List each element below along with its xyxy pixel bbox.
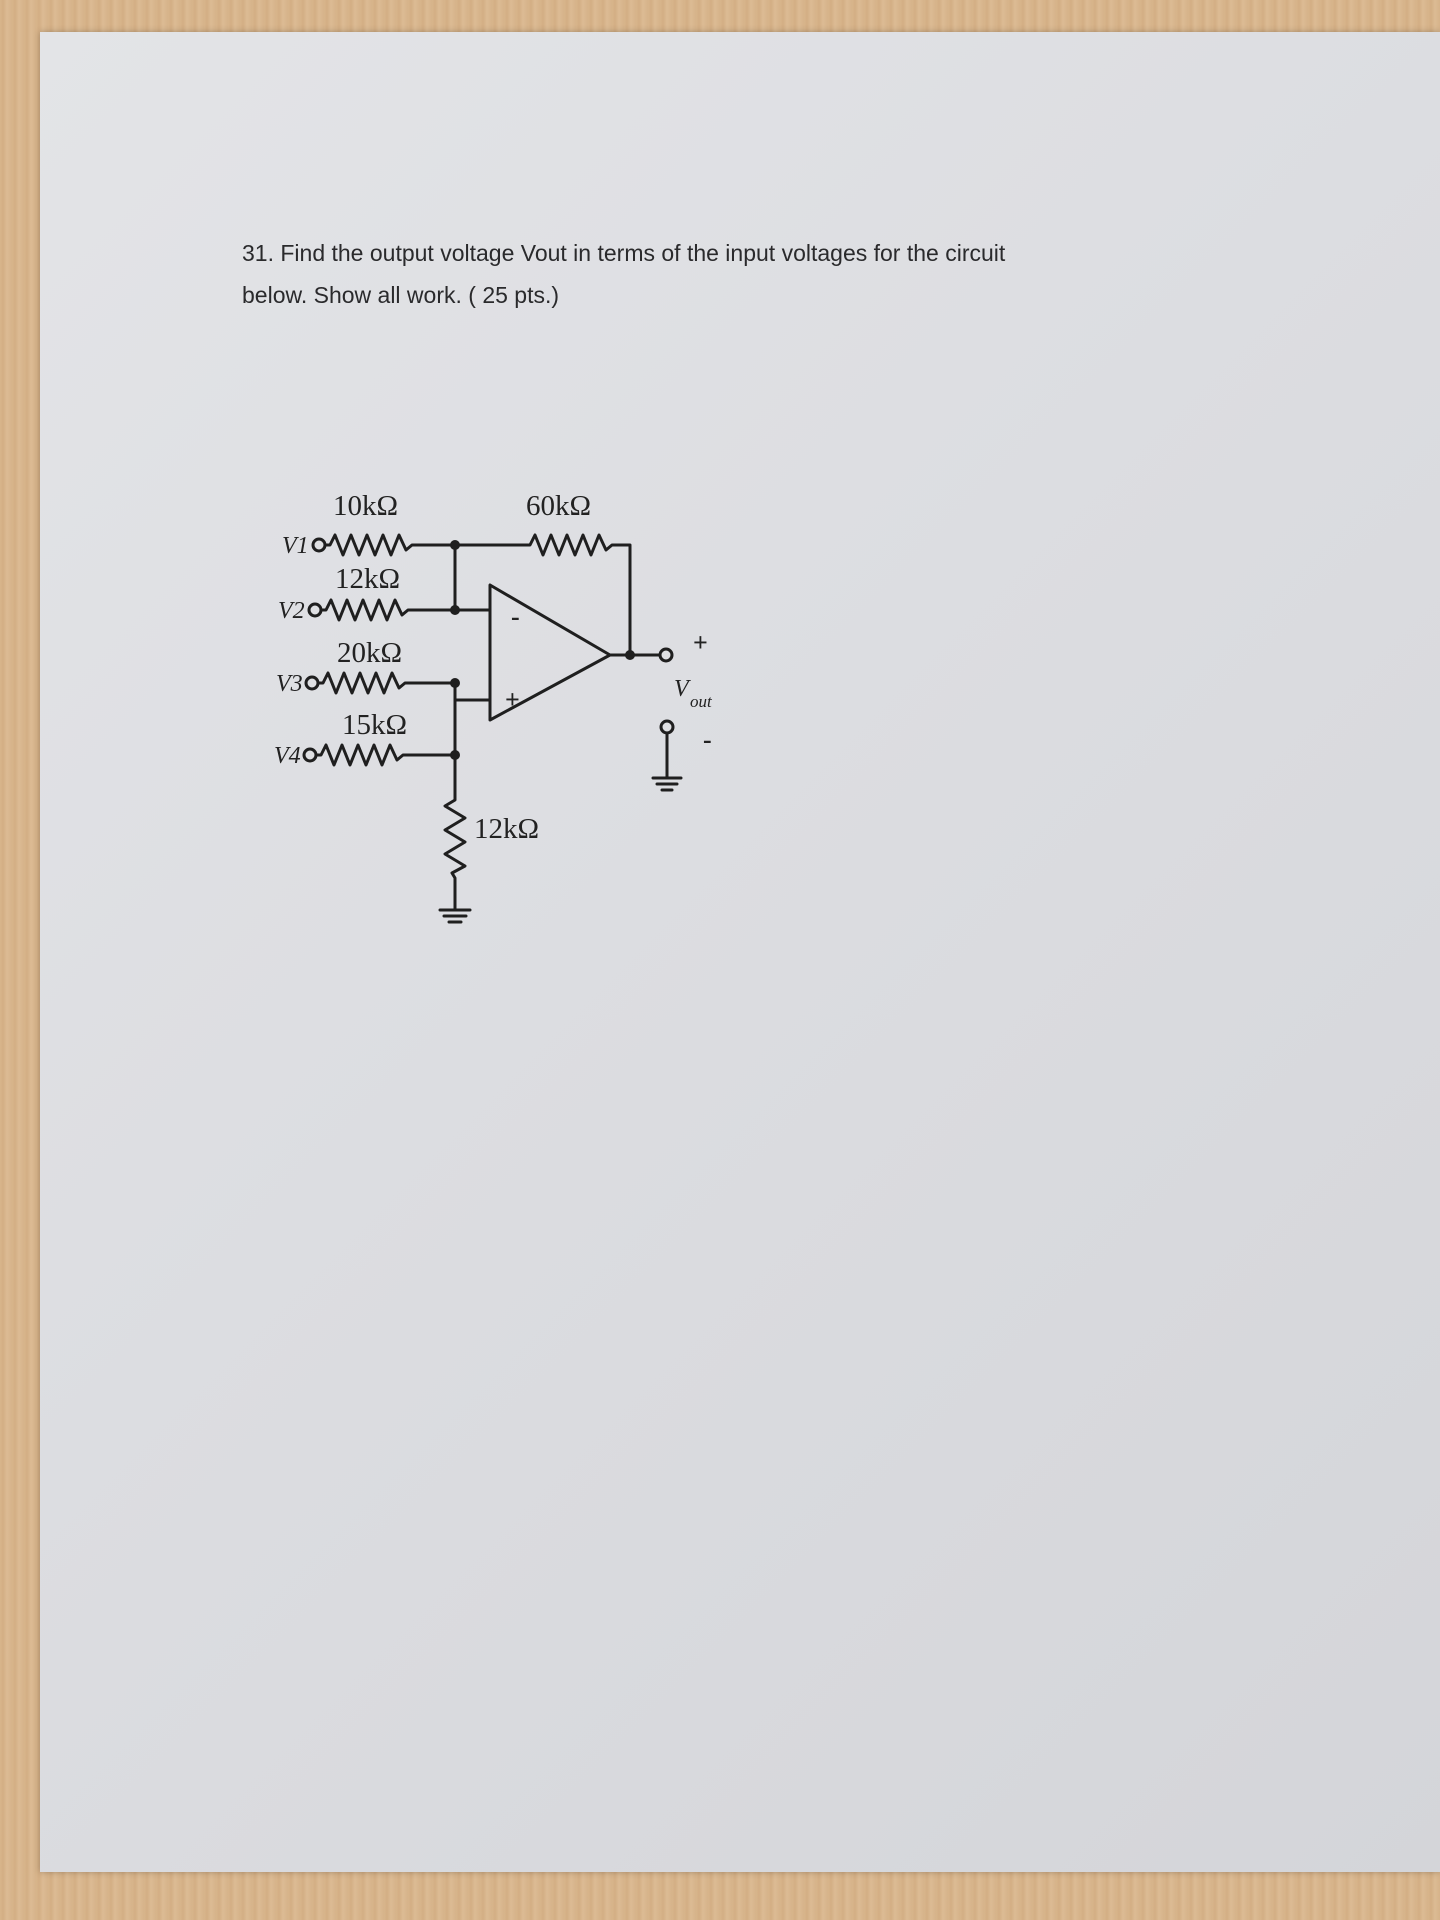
resistor-rf bbox=[453, 533, 632, 657]
inverting-sign: - bbox=[511, 602, 520, 631]
output-plus-sign: + bbox=[693, 628, 708, 657]
junction-dot bbox=[450, 750, 460, 760]
output-minus-sign: - bbox=[703, 725, 712, 754]
rg-label: 12kΩ bbox=[474, 813, 539, 845]
vout-label: V bbox=[674, 676, 691, 702]
op-amp-symbol bbox=[488, 583, 612, 722]
r1-label: 10kΩ bbox=[333, 490, 398, 522]
v2-terminal bbox=[307, 602, 323, 618]
vout-subscript: out bbox=[690, 692, 713, 711]
question-line-1: 31. Find the output voltage Vout in term… bbox=[242, 240, 1006, 266]
v3-terminal bbox=[304, 675, 320, 691]
r2-label: 12kΩ bbox=[335, 563, 400, 595]
v1-terminal bbox=[311, 537, 327, 553]
junction-dot bbox=[450, 678, 460, 688]
v4-label: V4 bbox=[274, 743, 301, 769]
junction-dot bbox=[625, 650, 635, 660]
v4-terminal bbox=[302, 747, 318, 763]
resistor-r2 bbox=[319, 598, 492, 622]
junction-dot bbox=[450, 540, 460, 550]
r4-label: 15kΩ bbox=[342, 709, 407, 741]
noninverting-sign: + bbox=[505, 685, 520, 714]
junction-dot bbox=[450, 605, 460, 615]
question-text: 31. Find the output voltage Vout in term… bbox=[242, 232, 1242, 316]
question-line-2: below. Show all work. ( 25 pts.) bbox=[242, 282, 560, 308]
v3-label: V3 bbox=[276, 671, 303, 697]
output-terminal bbox=[658, 647, 674, 663]
v1-label: V1 bbox=[282, 533, 309, 559]
r3-label: 20kΩ bbox=[337, 637, 402, 669]
paper-sheet bbox=[40, 32, 1440, 1872]
return-terminal bbox=[659, 719, 675, 735]
resistor-r3 bbox=[316, 671, 457, 695]
resistor-rg bbox=[443, 753, 467, 912]
resistor-r1 bbox=[323, 533, 457, 557]
rf-label: 60kΩ bbox=[526, 490, 591, 522]
v2-label: V2 bbox=[278, 598, 305, 624]
resistor-r4 bbox=[314, 743, 457, 767]
